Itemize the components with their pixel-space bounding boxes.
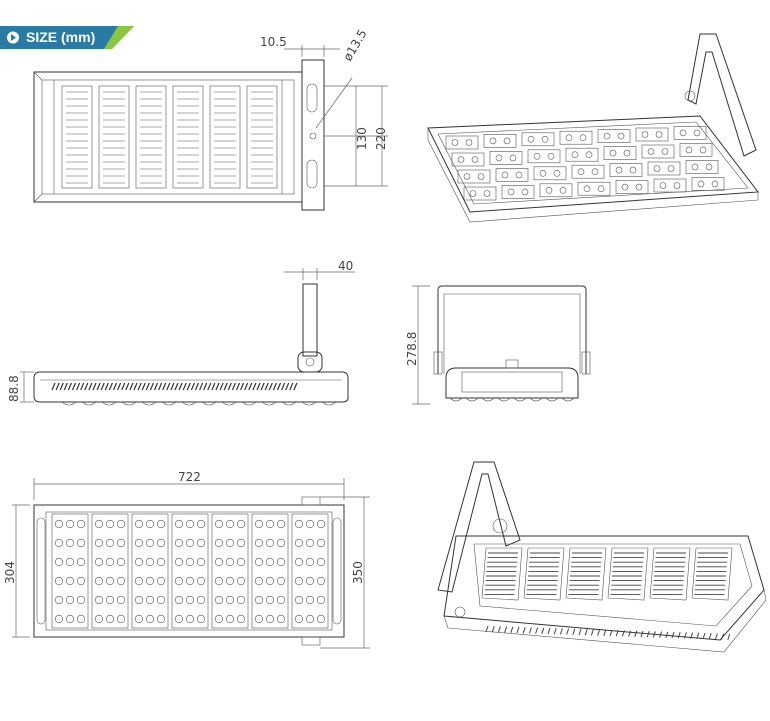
dim-overall-height: 278.8 xyxy=(405,332,419,366)
dim-length: 722 xyxy=(178,470,201,484)
dim-overall-width: 350 xyxy=(351,561,365,584)
dim-hole-spacing: 130 xyxy=(355,127,369,150)
size-header-tag xyxy=(0,26,134,49)
heatsink-ribs xyxy=(61,85,278,189)
pivot-knob-icon xyxy=(492,518,508,534)
dim-body-height: 88.8 xyxy=(7,375,21,402)
side-lenses xyxy=(61,401,337,406)
dim-bracket-width: 40 xyxy=(338,259,353,273)
dim-hole-diameter: ø13.5 xyxy=(340,27,369,63)
side-fins xyxy=(51,382,298,391)
front-view xyxy=(12,478,370,649)
dim-mount-height: 220 xyxy=(374,127,388,150)
top-view xyxy=(33,45,388,211)
end-lenses xyxy=(449,397,575,402)
side-view xyxy=(20,268,355,406)
perspective-view-front xyxy=(427,33,759,223)
back-heatsink xyxy=(481,547,733,640)
header-banner xyxy=(0,26,134,49)
mount-bracket xyxy=(301,59,325,211)
led-module-grid xyxy=(445,126,725,201)
led-module-array xyxy=(51,513,329,629)
page-title: SIZE (mm) xyxy=(26,29,96,45)
bolt-hole xyxy=(309,132,317,140)
knob-icon xyxy=(684,90,696,102)
dim-width: 304 xyxy=(3,561,17,584)
perspective-view-back xyxy=(437,461,767,653)
dim-bracket-offset: 10.5 xyxy=(260,35,287,49)
end-view xyxy=(412,285,591,405)
